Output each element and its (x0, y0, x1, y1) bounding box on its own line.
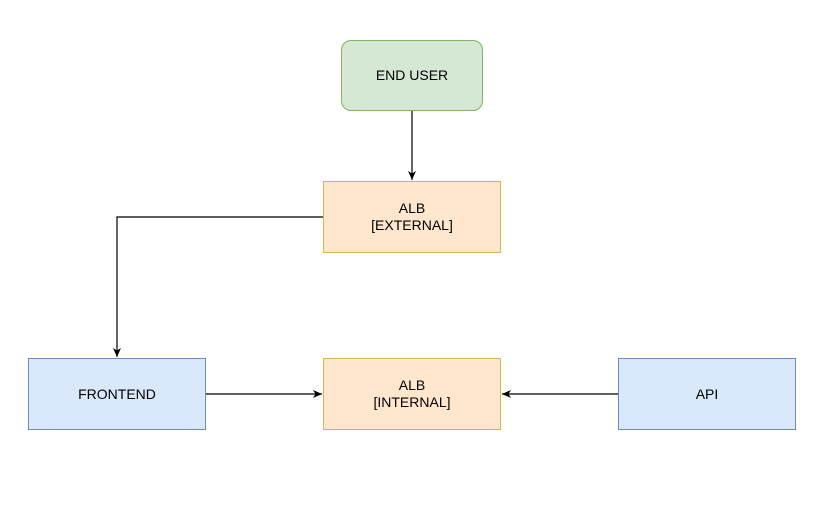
node-frontend-label: FRONTEND (78, 385, 156, 402)
node-end-user[interactable]: END USER (341, 40, 483, 111)
node-api-label: API (695, 385, 719, 402)
node-alb-external-label-line-1: ALB (398, 200, 426, 216)
node-alb-internal-label-line-2: [INTERNAL] (373, 394, 451, 410)
node-alb-external[interactable]: ALB [EXTERNAL] (323, 181, 501, 253)
node-alb-internal-label-line-1: ALB (398, 377, 426, 393)
node-alb-internal[interactable]: ALB [INTERNAL] (323, 358, 501, 430)
node-end-user-label: END USER (375, 67, 449, 83)
node-frontend[interactable]: FRONTEND (28, 358, 206, 430)
node-api[interactable]: API (618, 358, 796, 430)
edge-alb-external-to-frontend (113, 216, 323, 357)
node-alb-external-label-line-2: [EXTERNAL] (371, 217, 453, 233)
